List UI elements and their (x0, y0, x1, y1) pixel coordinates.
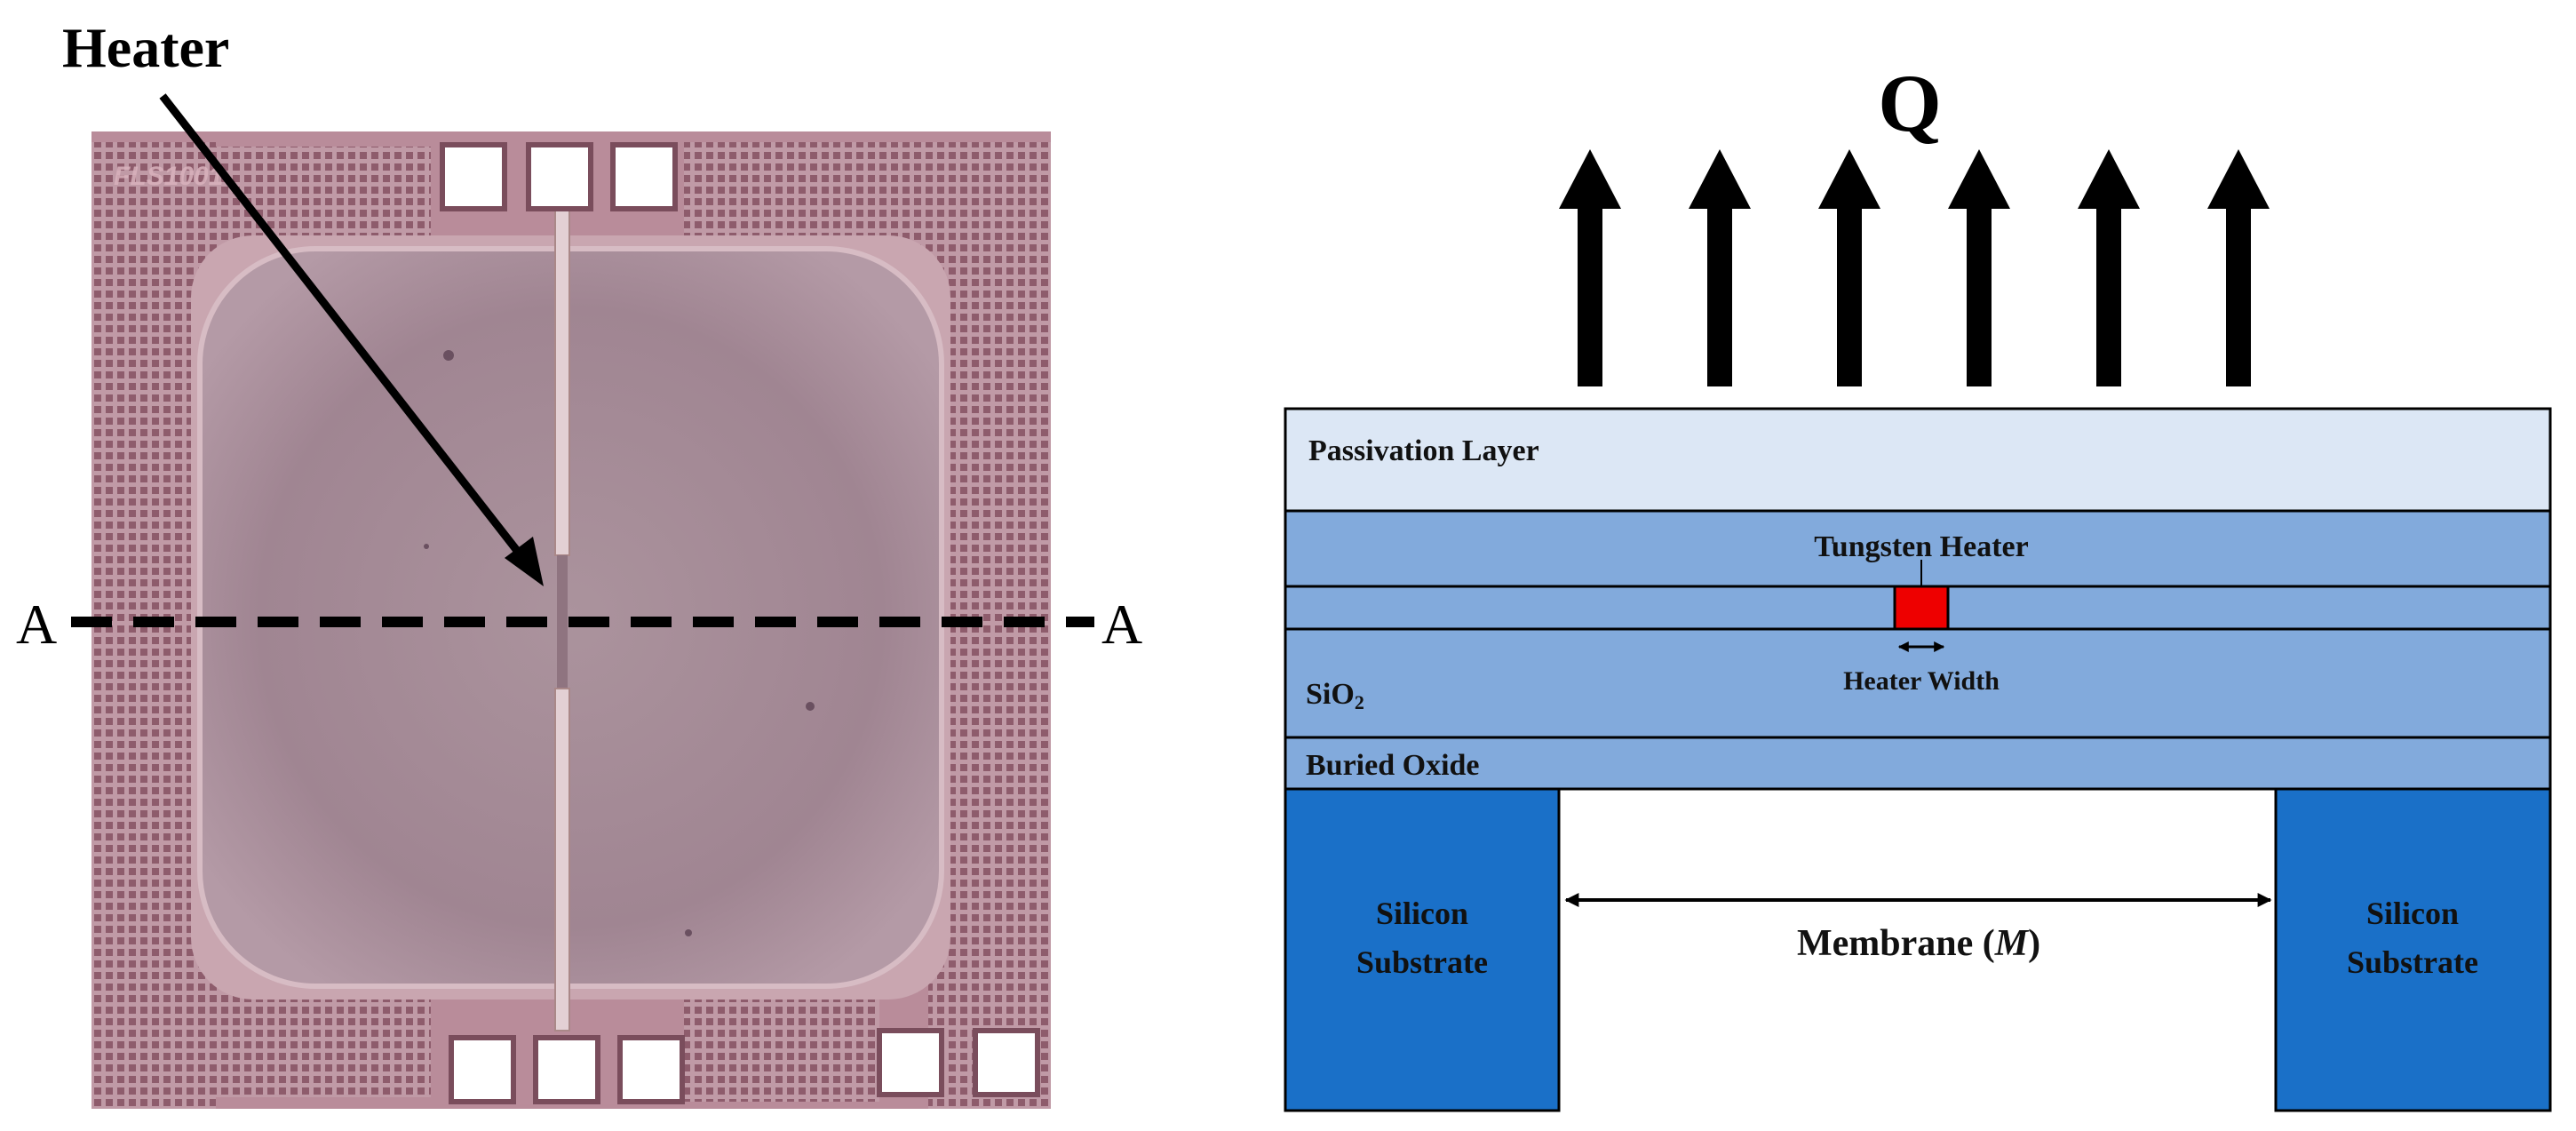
membrane-label-suffix: ) (2028, 923, 2040, 964)
heater-lead-bottom (554, 688, 570, 1031)
heat-arrow (1559, 149, 1621, 386)
substrate-left-label-line1: Silicon (1376, 896, 1468, 931)
heat-arrow (1818, 149, 1880, 386)
substrate-right-label-line1: Silicon (2366, 896, 2459, 931)
bond-pad (610, 142, 678, 211)
bond-pad (877, 1028, 944, 1097)
bond-pad (449, 1035, 516, 1104)
heater-callout-arrow (159, 93, 528, 562)
section-marker-left: A (16, 593, 57, 656)
heat-arrow (1689, 149, 1751, 386)
heat-flux-arrows (1559, 149, 2270, 386)
heat-arrow (2207, 149, 2270, 386)
bond-pads-bottom (449, 1028, 1040, 1104)
membrane-label: Membrane (M) (1797, 923, 2040, 964)
sio2-upper-layer (1284, 509, 2552, 588)
cross-section-diagram: Q (1284, 58, 2552, 1112)
chip-micrograph: FLS1001 A A Heater (16, 16, 1142, 1109)
silicon-substrate-right (2274, 787, 2552, 1112)
tungsten-heater-label: Tungsten Heater (1814, 530, 2028, 563)
bond-pad (533, 1035, 600, 1104)
membrane-label-symbol: M (1994, 923, 2030, 964)
heat-arrow (2078, 149, 2140, 386)
heat-arrow (1948, 149, 2010, 386)
heater-element (557, 555, 568, 689)
particle (806, 702, 815, 711)
particle (443, 350, 454, 361)
substrate-right-label-line2: Substrate (2347, 944, 2478, 980)
sio2-label: SiO2 (1306, 678, 1364, 713)
substrate-left-label-line2: Substrate (1356, 944, 1488, 980)
heater-width-label: Heater Width (1843, 666, 2000, 696)
tungsten-heater (1893, 585, 1950, 631)
particle (685, 929, 692, 936)
buried-oxide-label: Buried Oxide (1306, 749, 1480, 782)
heater-callout-arrowhead (505, 537, 544, 586)
bond-pad (526, 142, 593, 211)
sio2-label-subscript: 2 (1355, 691, 1364, 713)
chip-logo: FLS1001 (114, 162, 223, 191)
heater-callout-label: Heater (62, 16, 229, 79)
passivation-layer (1284, 407, 2552, 513)
sio2-label-base: SiO (1306, 678, 1355, 711)
passivation-layer-label: Passivation Layer (1308, 434, 1539, 467)
particle (424, 544, 429, 549)
bond-pad (617, 1035, 685, 1104)
heat-flux-label: Q (1878, 58, 1942, 148)
buried-oxide-layer (1284, 736, 2552, 791)
section-marker-right: A (1101, 593, 1142, 656)
bond-pad (973, 1028, 1040, 1097)
membrane-label-prefix: Membrane ( (1797, 923, 1995, 964)
silicon-substrate-left (1284, 787, 1561, 1112)
bond-pads-top (440, 142, 678, 211)
heater-lead-top (554, 203, 570, 556)
bond-pad (440, 142, 507, 211)
